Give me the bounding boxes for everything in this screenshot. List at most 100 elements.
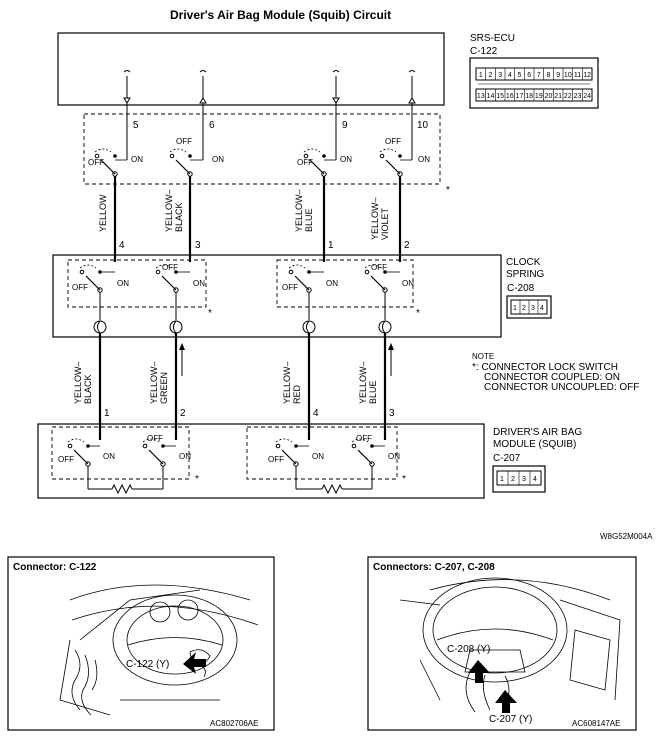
clock-switch-1: [79, 240, 117, 320]
ecu-pin-top: 8: [547, 72, 551, 79]
svg-text:ON: ON: [402, 279, 414, 288]
wire-label: BLACK: [83, 374, 93, 404]
ecu-label: SRS-ECU: [470, 33, 515, 44]
svg-text:OFF: OFF: [371, 263, 387, 272]
ecu-pin-top: 6: [527, 72, 531, 79]
lower-wire-labels: YELLOW– BLACK YELLOW– GREEN YELLOW– RED …: [73, 361, 378, 404]
wire-label: BLACK: [174, 202, 184, 232]
ecu-pin-bottom: 13: [477, 93, 485, 100]
module-label-1: DRIVER'S AIR BAG: [493, 427, 582, 438]
dashboard-sketch-left: [59, 584, 259, 716]
module-connector-label: C-207: [493, 453, 521, 464]
ecu-pin-bottom: 17: [516, 93, 524, 100]
photo-panel-c207-c208-title: Connectors: C-207, C-208: [373, 562, 495, 573]
svg-text:NOTE: NOTE: [472, 352, 494, 361]
clock-switch-3: [288, 240, 326, 320]
module-switch-1: [67, 438, 100, 489]
module-switch-3: [275, 438, 309, 489]
clock-spring-connector-label: C-208: [507, 283, 535, 294]
module-label-2: MODULE (SQUIB): [493, 439, 576, 450]
svg-text:9: 9: [342, 120, 348, 131]
ecu-pin-bottom: 15: [496, 93, 504, 100]
clock-switch-enclosure-left: [67, 259, 207, 308]
module-switch-4: [351, 438, 385, 489]
ecu-pin-top: 2: [489, 72, 493, 79]
ecu-switch-2: [169, 114, 204, 240]
svg-text:ON: ON: [193, 279, 205, 288]
airbag-module-box: [37, 423, 485, 499]
svg-text:1: 1: [513, 305, 517, 312]
clock-switch-labels: OFF ON OFF ON OFF ON OFF ON: [72, 263, 414, 292]
ecu-box: [57, 32, 445, 106]
diagram-title: Driver's Air Bag Module (Squib) Circuit: [170, 8, 391, 22]
upper-wire-labels: YELLOW YELLOW– BLACK YELLOW– BLUE YELLOW…: [98, 189, 390, 240]
module-switch-2: [142, 438, 176, 489]
squib-resistor-2: [296, 483, 372, 495]
callout-arrow-c208: [468, 660, 490, 683]
photo-right-callout-c207: C-207 (Y): [489, 714, 532, 725]
ecu-switch-enclosure: [83, 113, 441, 185]
clock-switch-2: [155, 240, 192, 320]
svg-text:OFF: OFF: [162, 263, 178, 272]
svg-text:3: 3: [389, 408, 395, 419]
ecu-connector-label: C-122: [470, 46, 498, 57]
photo-left-code: AC802706AE: [210, 719, 258, 728]
svg-text:OFF: OFF: [88, 158, 104, 167]
svg-text:OFF: OFF: [72, 283, 88, 292]
clock-switch-4: [364, 240, 402, 320]
svg-text:OFF: OFF: [58, 455, 74, 464]
svg-text:3: 3: [195, 240, 201, 251]
wire-label: YELLOW–: [370, 197, 380, 240]
module-switch-enclosure-right: [246, 426, 398, 480]
ecu-pin-top: 5: [518, 72, 522, 79]
ecu-terminal-numbers: 5 6 9 10: [133, 120, 429, 131]
wire-label: YELLOW: [98, 194, 108, 232]
photo-panel-c122: [7, 556, 275, 731]
ecu-pin-top: 11: [574, 72, 581, 79]
wire-label: YELLOW–: [164, 189, 174, 232]
svg-text:OFF: OFF: [385, 137, 401, 146]
svg-text:ON: ON: [340, 155, 352, 164]
svg-text:ON: ON: [179, 452, 191, 461]
svg-text:2: 2: [522, 305, 526, 312]
wire-label: GREEN: [159, 372, 169, 404]
svg-text:ON: ON: [117, 279, 129, 288]
module-switch-enclosure-left: [51, 426, 190, 480]
ecu-pin-top: 10: [564, 72, 572, 79]
ecu-pin-bottom: 18: [525, 93, 533, 100]
ecu-pin-top: 1: [479, 72, 483, 79]
svg-text:CONNECTOR UNCOUPLED: OFF: CONNECTOR UNCOUPLED: OFF: [484, 382, 639, 393]
ecu-pin-top: 4: [508, 72, 512, 79]
ecu-pin-top: 3: [498, 72, 502, 79]
ecu-terminal-9: [332, 70, 340, 114]
svg-text:4: 4: [540, 305, 544, 312]
ecu-pin-top: 9: [556, 72, 560, 79]
wire-label: BLUE: [368, 380, 378, 404]
svg-text:ON: ON: [212, 155, 224, 164]
svg-text:2: 2: [511, 476, 515, 483]
svg-text:3: 3: [531, 305, 535, 312]
svg-text:2: 2: [180, 408, 186, 419]
svg-text:4: 4: [533, 476, 537, 483]
ecu-switch-labels: OFF ON OFF ON OFF ON OFF ON: [88, 137, 430, 167]
svg-text:4: 4: [119, 240, 125, 251]
squib-resistor-1: [88, 483, 163, 495]
svg-text:4: 4: [313, 408, 319, 419]
clock-spring-label-2: SPRING: [506, 269, 545, 280]
svg-text:OFF: OFF: [147, 434, 163, 443]
ecu-pin-bottom: 16: [506, 93, 514, 100]
svg-text:ON: ON: [326, 279, 338, 288]
clock-spring-coils: [93, 320, 392, 334]
wire-label: BLUE: [304, 208, 314, 232]
callout-arrow-left: [183, 652, 206, 674]
module-switch-labels: OFF ON OFF ON OFF ON OFF ON: [58, 434, 400, 464]
ecu-pin-top: 7: [537, 72, 541, 79]
svg-text:ON: ON: [131, 155, 143, 164]
ecu-pin-bottom: 14: [487, 93, 495, 100]
svg-text:OFF: OFF: [356, 434, 372, 443]
module-connector-face: 1 2 3 4: [492, 465, 546, 493]
wire-label: RED: [292, 384, 302, 404]
module-star-left: *: [195, 474, 199, 485]
svg-text:6: 6: [209, 120, 215, 131]
